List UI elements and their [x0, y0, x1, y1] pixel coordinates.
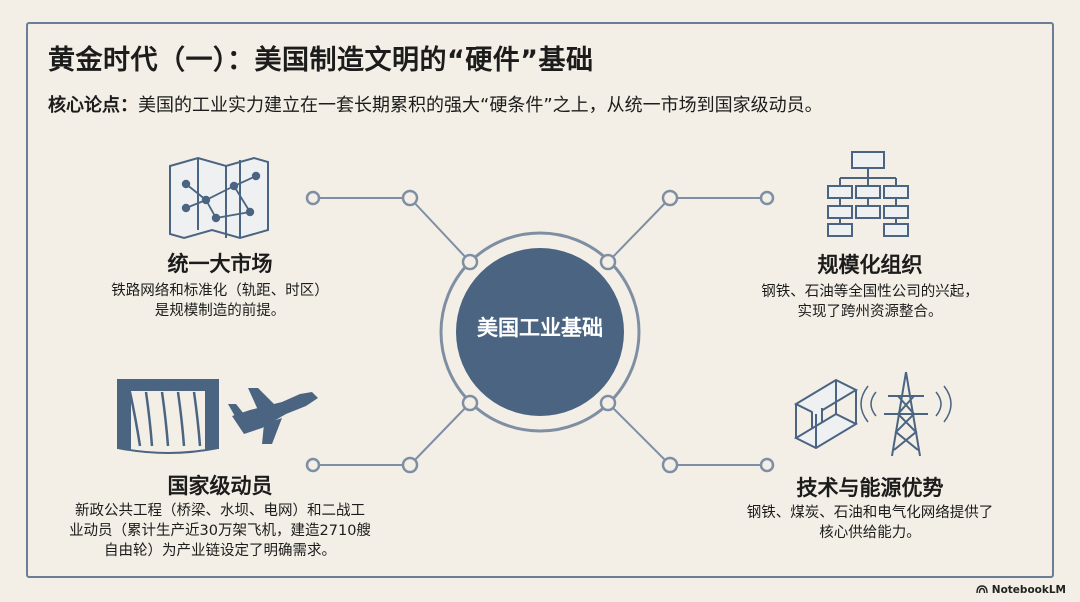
node-title-organization: 规模化组织: [817, 253, 923, 277]
node-desc-organization: 钢铁、石油等全国性公司的兴起， 实现了跨州资源整合。: [761, 284, 979, 320]
node-dot: [759, 190, 775, 206]
brand-watermark: NotebookLM: [976, 584, 1066, 596]
connector-bottom-right: [607, 402, 671, 466]
org-chart-icon: [827, 151, 909, 237]
node-desc-energy: 钢铁、煤炭、石油和电气化网络提供了 核心供给能力。: [746, 505, 994, 541]
node-dot: [661, 189, 679, 207]
map-network-icon: [169, 156, 269, 240]
node-dot: [401, 456, 419, 474]
connector-nodes: [305, 189, 775, 474]
node-dot: [599, 253, 617, 271]
node-dot: [599, 394, 617, 412]
connector-lines: [313, 197, 767, 466]
dam-icon: [117, 379, 219, 454]
connector-bottom-left: [409, 402, 471, 466]
airplane-icon: [228, 388, 318, 444]
notebooklm-logo-icon: [976, 585, 988, 594]
brand-text: NotebookLM: [991, 584, 1066, 596]
node-dot: [461, 253, 479, 271]
node-dot: [461, 394, 479, 412]
node-title-market: 统一大市场: [167, 252, 273, 276]
slide-frame: [26, 22, 1054, 578]
hub-label: 美国工业基础: [477, 316, 603, 340]
node-dot: [305, 457, 321, 473]
node-dot: [305, 190, 321, 206]
node-dot: [661, 456, 679, 474]
node-desc-mobilization: 新政公共工程（桥梁、水坝、电网）和二战工 业动员（累计生产近30万架飞机，建造2…: [69, 503, 371, 559]
node-desc-market: 铁路网络和标准化（轨距、时区） 是规模制造的前提。: [111, 283, 329, 319]
page-title: 黄金时代（一）：美国制造文明的“硬件”基础: [48, 45, 594, 76]
core-argument: 核心论点：美国的工业实力建立在一套长期累积的强大“硬条件”之上，从统一市场到国家…: [48, 91, 823, 117]
core-argument-label: 核心论点：: [48, 95, 138, 116]
power-tower-icon: [860, 371, 952, 457]
node-title-energy: 技术与能源优势: [796, 476, 944, 500]
connector-top-left: [409, 197, 471, 263]
node-dot: [401, 189, 419, 207]
node-dot: [759, 457, 775, 473]
connector-top-right: [607, 197, 671, 263]
core-argument-text: 美国的工业实力建立在一套长期累积的强大“硬条件”之上，从统一市场到国家级动员。: [138, 95, 823, 116]
node-title-mobilization: 国家级动员: [167, 474, 273, 498]
hub-core: [456, 248, 624, 416]
steel-beam-icon: [793, 378, 859, 450]
